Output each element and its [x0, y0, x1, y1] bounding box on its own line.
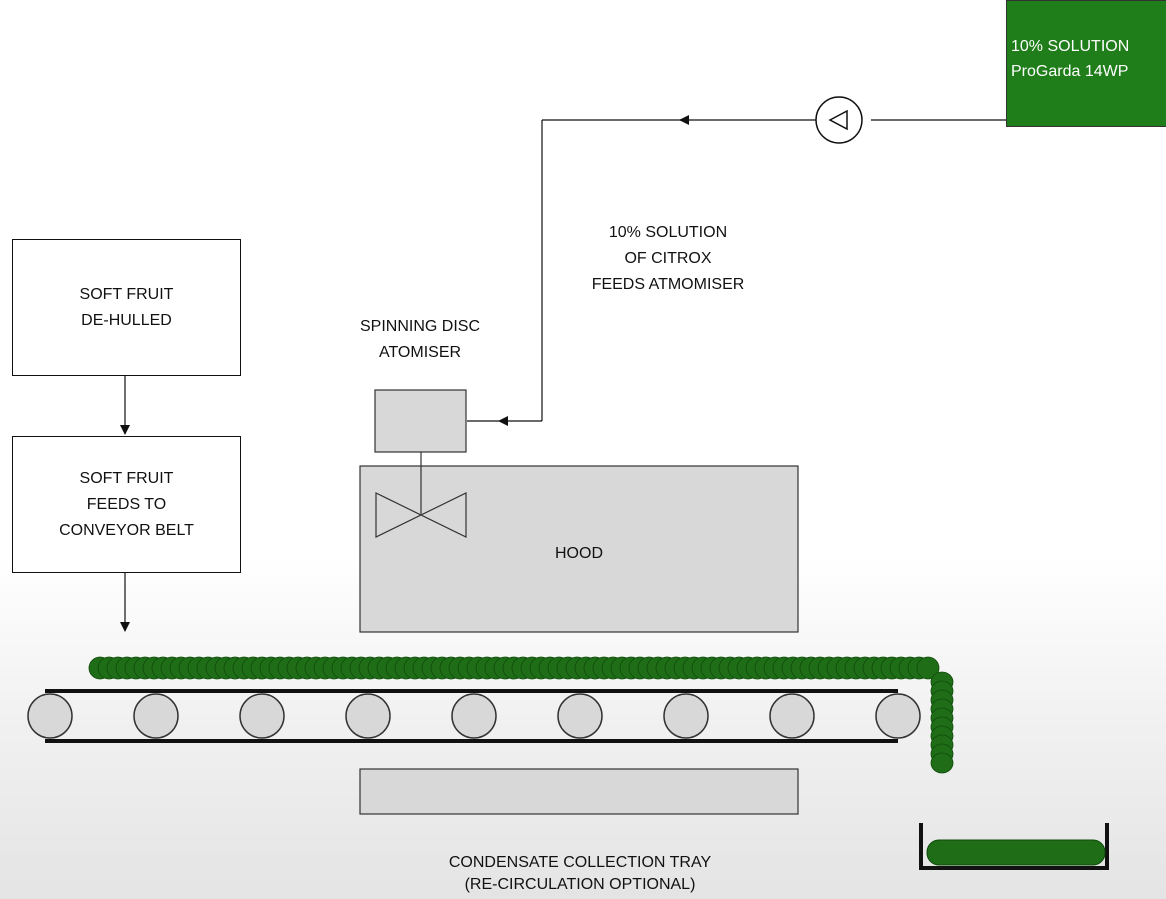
conveyor-belt: [45, 689, 898, 743]
step-soft-fruit-de-hulled: SOFT FRUIT DE-HULLED: [12, 239, 241, 376]
pump-icon: [815, 96, 863, 144]
fruit-collection-bin: [919, 823, 1109, 870]
step-soft-fruit-feeds-conveyor: SOFT FRUIT FEEDS TO CONVEYOR BELT: [12, 436, 241, 573]
fruit: [930, 752, 954, 774]
valve-icon: [375, 492, 467, 538]
feed-label: 10% SOLUTION OF CITROX FEEDS ATMOMISER: [591, 224, 745, 293]
fruit: [916, 656, 940, 680]
conveyor-rollers: [27, 693, 921, 739]
hood: [359, 465, 799, 633]
tray-label: CONDENSATE COLLECTION TRAY (RE-CIRCULATI…: [448, 854, 712, 893]
hood-label: HOOD: [555, 545, 603, 562]
spinning-disc-atomiser: [374, 389, 467, 453]
solution-tank: 10% SOLUTION ProGarda 14WP: [1006, 0, 1166, 127]
condensate-collection-tray: [359, 768, 799, 815]
atomiser-label: SPINNING DISC ATOMISER: [359, 318, 480, 361]
fruit-on-belt: [88, 656, 954, 774]
